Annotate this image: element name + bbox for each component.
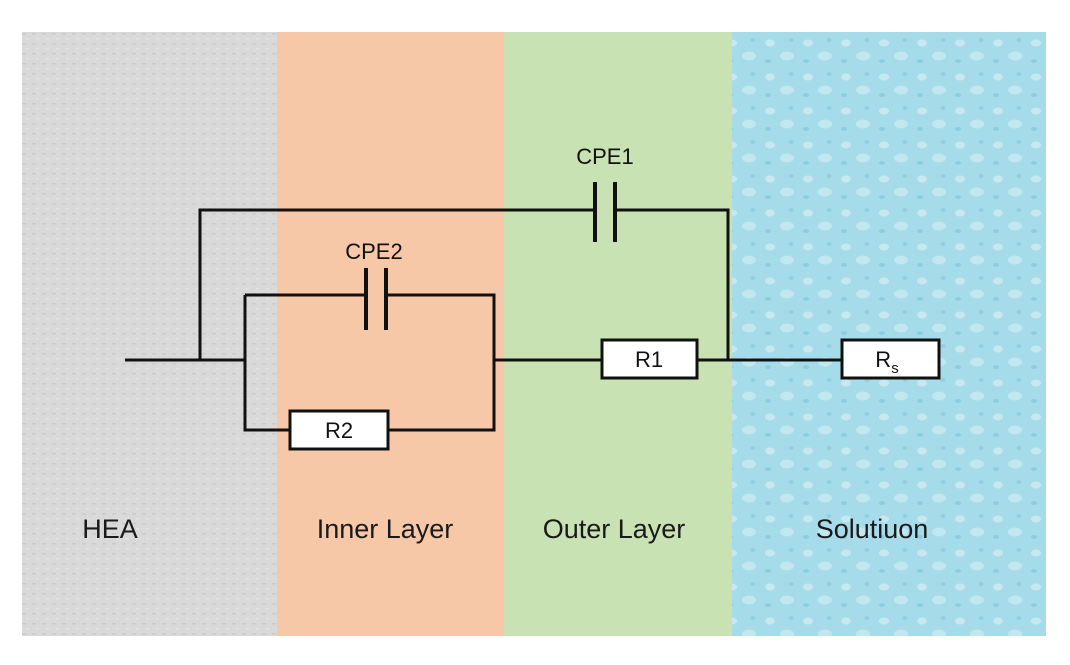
cpe2-label: CPE2 — [345, 239, 402, 264]
label-outer-layer: Outer Layer — [543, 514, 686, 544]
zone-outer-layer — [504, 32, 732, 636]
r2-resistor — [288, 409, 390, 451]
hea-texture — [22, 32, 277, 636]
r1-resistor — [600, 338, 699, 380]
rs-resistor — [840, 338, 941, 380]
r1-label: R1 — [635, 347, 663, 372]
rs-label-sub: s — [891, 360, 899, 377]
circuit-wires — [125, 208, 842, 432]
cpe2-capacitor — [364, 268, 388, 330]
cpe1-capacitor — [593, 182, 617, 242]
cpe1-label: CPE1 — [576, 144, 633, 169]
label-inner-layer: Inner Layer — [317, 514, 454, 544]
rs-label-main: R — [875, 347, 891, 372]
solution-texture — [732, 32, 1046, 636]
label-hea: HEA — [82, 514, 138, 544]
label-solution: Solutiuon — [816, 514, 929, 544]
r2-label: R2 — [325, 418, 353, 443]
rs-label: Rs — [875, 347, 898, 377]
zone-inner-layer — [277, 32, 504, 636]
